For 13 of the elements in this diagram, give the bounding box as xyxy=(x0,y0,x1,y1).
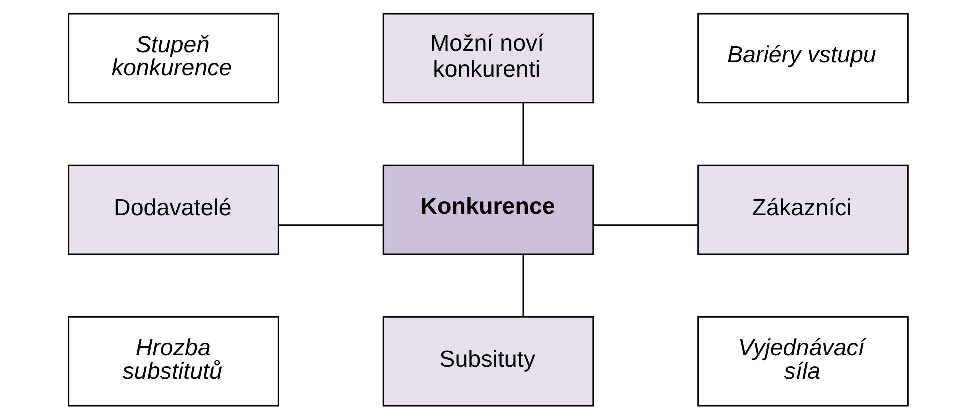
connector xyxy=(522,254,524,317)
connector xyxy=(278,224,383,226)
connector xyxy=(522,103,524,166)
connector xyxy=(593,224,698,226)
node-box: Možní noví konkurenti xyxy=(382,13,594,104)
node-box: Subsituty xyxy=(382,316,594,407)
node-box: Bariéry vstupu xyxy=(697,13,908,104)
node-box: Konkurence xyxy=(382,164,594,256)
node-box: Hrozba substitutů xyxy=(68,316,279,407)
node-box: Zákazníci xyxy=(697,164,908,256)
node-box: Dodavatelé xyxy=(68,164,279,256)
node-box: Stupeň konkurence xyxy=(68,13,279,104)
node-box: Vyjednávací síla xyxy=(697,316,908,407)
